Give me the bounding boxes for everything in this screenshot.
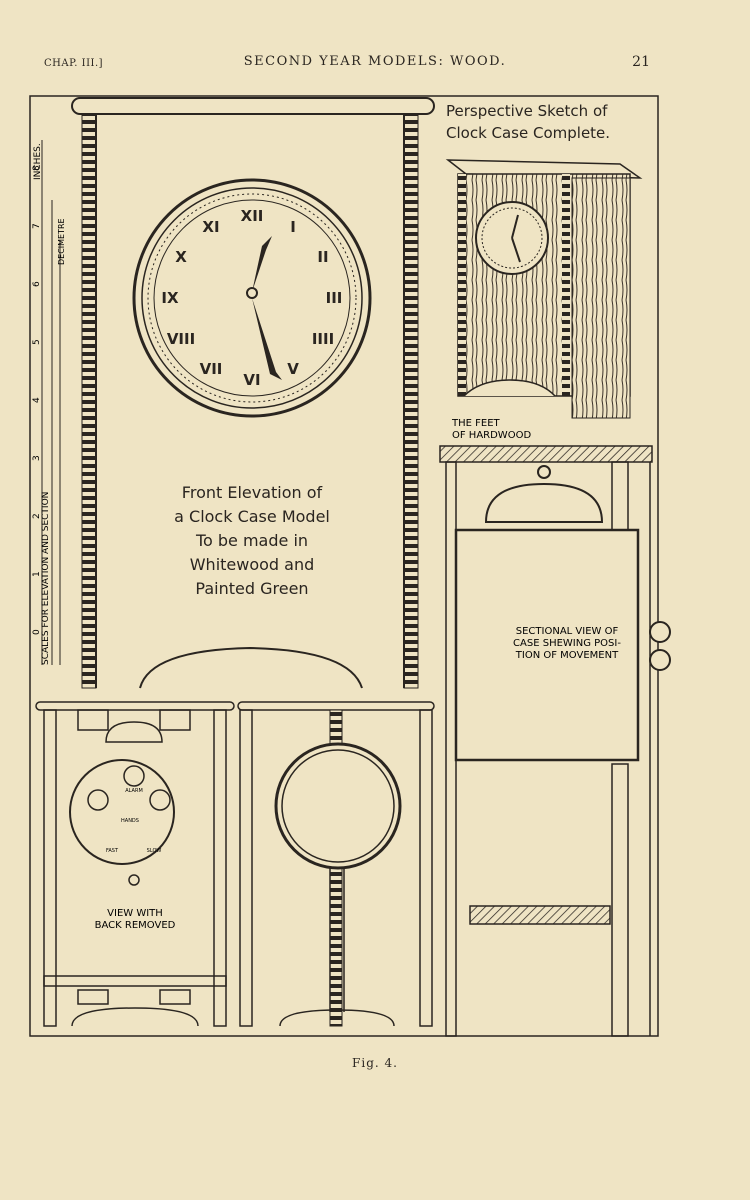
figure-caption: Fig. 4. <box>352 1056 398 1070</box>
svg-text:To be made in: To be made in <box>195 531 308 550</box>
scale-number: 8 <box>32 165 42 171</box>
scale-number: 7 <box>32 223 42 229</box>
back-view-label: VIEW WITH BACK REMOVED <box>95 908 176 931</box>
roman-numeral: III <box>326 289 343 307</box>
back-view: ALARM HANDS FAST SLOW VIEW WITH BACK REM… <box>35 701 235 1027</box>
hour-hand <box>252 236 272 292</box>
perspective-sketch: Perspective Sketch of Clock Case Complet… <box>445 102 643 441</box>
inches-label: INCHES. <box>33 143 43 180</box>
sectional-view: SECTIONAL VIEW OF CASE SHEWING POSI- TIO… <box>439 445 671 1037</box>
roman-numeral: I <box>290 218 296 236</box>
svg-text:Front Elevation of: Front Elevation of <box>182 483 323 502</box>
scale-number: 0 <box>32 629 42 635</box>
svg-text:Whitewood and: Whitewood and <box>190 555 315 574</box>
feet-label-1: THE FEET <box>451 418 501 429</box>
svg-text:SLOW: SLOW <box>147 848 162 854</box>
scale-number: 5 <box>32 339 42 345</box>
svg-text:HANDS: HANDS <box>121 818 139 824</box>
roman-numeral: V <box>287 360 299 378</box>
svg-text:BACK REMOVED: BACK REMOVED <box>95 920 176 931</box>
feet-label-2: OF HARDWOOD <box>452 430 531 441</box>
sectional-label: SECTIONAL VIEW OF CASE SHEWING POSI- TIO… <box>513 626 621 661</box>
svg-text:ALARM: ALARM <box>125 788 143 794</box>
roman-numeral: II <box>317 248 328 266</box>
svg-text:a Clock Case Model: a Clock Case Model <box>174 507 330 526</box>
scale-number: 1 <box>32 571 42 577</box>
roman-numeral: VI <box>243 371 260 389</box>
scale-bars: SCALES FOR ELEVATION AND SECTION INCHES.… <box>32 140 66 665</box>
svg-text:SECTIONAL VIEW OF: SECTIONAL VIEW OF <box>516 626 619 637</box>
roman-numeral: VII <box>200 360 223 378</box>
perspective-label-1: Perspective Sketch of <box>446 102 608 120</box>
svg-text:CASE SHEWING POSI-: CASE SHEWING POSI- <box>513 638 621 649</box>
scale-number: 2 <box>32 513 42 519</box>
figure-frame <box>29 95 659 1037</box>
page-number: 21 <box>632 54 650 70</box>
running-title: SECOND YEAR MODELS: WOOD. <box>243 54 507 69</box>
scale-label: SCALES FOR ELEVATION AND SECTION <box>41 492 51 665</box>
svg-text:TION OF MOVEMENT: TION OF MOVEMENT <box>515 650 619 661</box>
chapter-label: CHAP. III.] <box>44 58 104 69</box>
svg-text:VIEW WITH: VIEW WITH <box>107 908 163 919</box>
roman-numeral: X <box>175 248 187 266</box>
pendulum-view <box>237 701 435 1027</box>
svg-text:FAST: FAST <box>106 848 119 854</box>
roman-numeral: IIII <box>312 330 334 348</box>
roman-numeral: XI <box>202 218 219 236</box>
scale-number: 4 <box>32 397 42 403</box>
roman-numeral: IX <box>161 289 179 307</box>
perspective-label-2: Clock Case Complete. <box>446 124 610 142</box>
minute-hand <box>252 298 282 380</box>
svg-text:Painted Green: Painted Green <box>195 579 308 598</box>
scale-number: 3 <box>32 455 42 461</box>
roman-numeral: VIII <box>167 330 195 348</box>
decimetre-label: DECIMETRE <box>57 218 66 265</box>
roman-numeral: XII <box>241 207 264 225</box>
movement-labels: ALARM HANDS FAST SLOW <box>106 788 161 854</box>
page-header: CHAP. III.] SECOND YEAR MODELS: WOOD. 21 <box>0 54 750 78</box>
front-elevation-label: Front Elevation of a Clock Case Model To… <box>174 483 330 598</box>
scale-number: 6 <box>32 281 42 287</box>
